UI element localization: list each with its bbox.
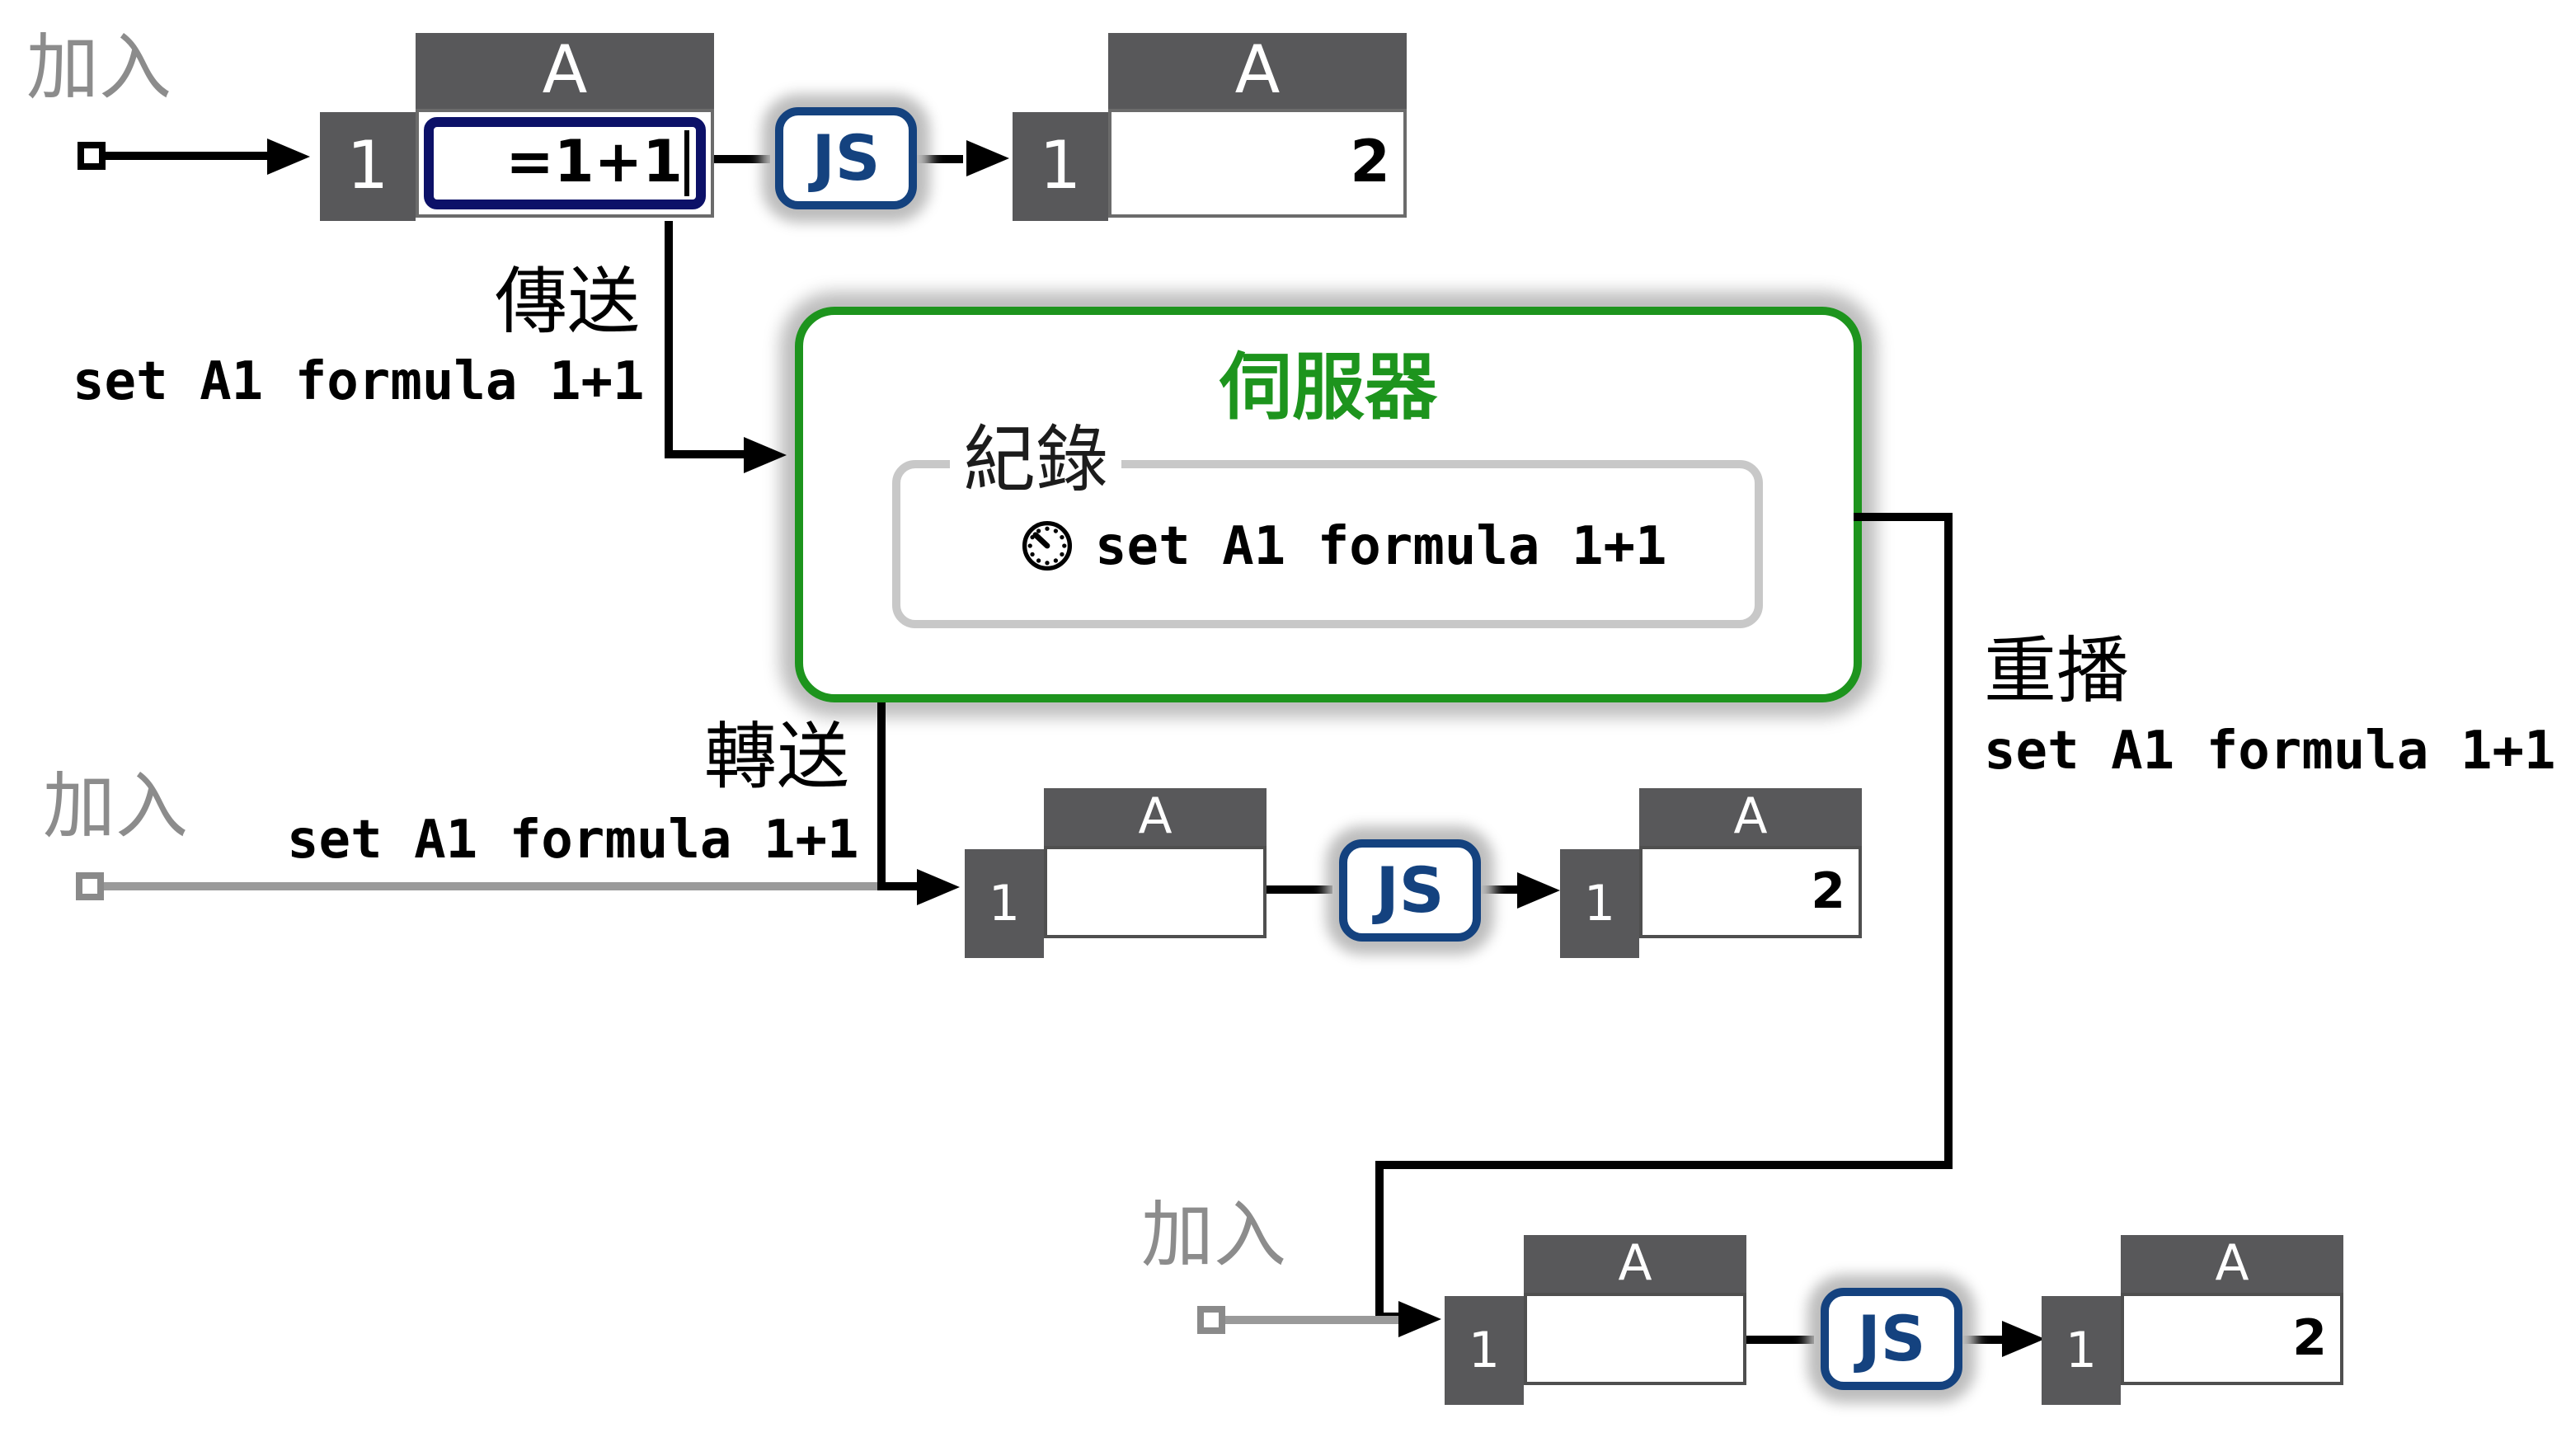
row-header: 1 [1445, 1296, 1524, 1405]
join-line-2 [102, 882, 923, 890]
js-engine-2: JS [1339, 839, 1481, 942]
arrow-head-js2 [1517, 872, 1560, 909]
forward-command: set A1 formula 1+1 [287, 808, 859, 871]
js-engine-1: JS [775, 107, 917, 209]
forward-label: 轉送 [704, 716, 849, 800]
column-header: A [1639, 788, 1862, 846]
arrow-head-join-1 [267, 139, 310, 175]
replay-line-across [1375, 1161, 1953, 1169]
clock-icon [1022, 520, 1073, 571]
line-js2-to-sheet4 [1481, 885, 1524, 894]
cell-value: 2 [1811, 863, 1845, 921]
text-cursor-icon [684, 130, 689, 196]
column-header: A [1524, 1235, 1746, 1293]
line-js1-to-sheet2 [917, 155, 963, 163]
record-legend: 紀錄 [950, 420, 1121, 502]
arrow-head-replay [1398, 1301, 1441, 1337]
record-entry: set A1 formula 1+1 [1095, 514, 1667, 577]
send-line-horizontal [665, 450, 750, 458]
row-header: 1 [1013, 112, 1108, 221]
replay-line-down [1944, 513, 1953, 1169]
line-js3-to-sheet6 [1962, 1336, 2005, 1344]
replay-line-down-2 [1375, 1161, 1384, 1324]
join-label-2: 加入 [43, 765, 188, 849]
row-header: 1 [2042, 1296, 2121, 1405]
replay-command: set A1 formula 1+1 [1984, 719, 2556, 782]
line-sheet3-to-js2 [1267, 885, 1332, 894]
send-line-vertical [665, 221, 673, 458]
arrow-head-send [744, 437, 787, 473]
join-line-1 [106, 152, 267, 160]
join-label-1: 加入 [26, 26, 172, 110]
cell-a1 [1524, 1293, 1746, 1385]
send-command: set A1 formula 1+1 [73, 350, 645, 412]
send-label: 傳送 [495, 261, 640, 345]
arrow-head-forward [917, 869, 960, 905]
row-header: 1 [320, 112, 416, 221]
js-engine-3: JS [1821, 1288, 1962, 1390]
row-header: 1 [965, 849, 1044, 958]
arrow-head-js1 [966, 140, 1009, 176]
line-sheet5-to-js3 [1746, 1336, 1814, 1344]
cell-a1: 2 [1639, 846, 1862, 938]
forward-line-horizontal [877, 882, 923, 890]
row-header: 1 [1560, 849, 1639, 958]
column-header: A [1044, 788, 1267, 846]
column-header: A [416, 33, 714, 109]
column-header: A [1108, 33, 1407, 109]
server-title: 伺服器 [1220, 346, 1437, 430]
forward-line-vertical [877, 702, 886, 887]
cell-value: =1+1 [505, 130, 683, 196]
cell-value: 2 [1350, 130, 1390, 196]
join-marker-1 [78, 142, 106, 170]
join-marker-2 [76, 872, 104, 900]
join-line-3 [1225, 1316, 1398, 1324]
cell-value: 2 [2292, 1310, 2327, 1368]
cell-a1: 2 [2121, 1293, 2343, 1385]
cell-selection-border: =1+1 [424, 117, 706, 209]
arrow-head-js3 [2002, 1321, 2045, 1357]
join-label-3: 加入 [1141, 1194, 1286, 1278]
cell-a1: 2 [1108, 109, 1407, 218]
replay-line-out [1854, 513, 1953, 521]
join-marker-3 [1197, 1306, 1225, 1334]
cell-a1 [1044, 846, 1267, 938]
cell-a1-editing: =1+1 [416, 109, 714, 218]
column-header: A [2121, 1235, 2343, 1293]
replay-label: 重播 [1984, 630, 2129, 714]
line-sheet1-to-js1 [714, 155, 770, 163]
